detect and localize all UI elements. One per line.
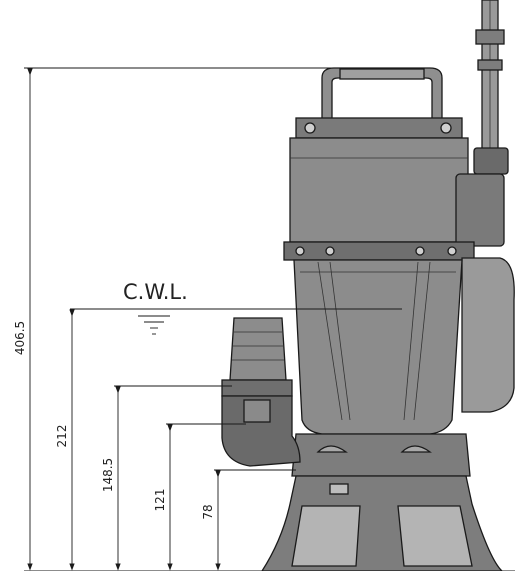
- discharge-elbow: [221, 317, 301, 467]
- motor-top-plate: [295, 117, 463, 139]
- discharge-height-label: 148.5: [101, 458, 115, 492]
- water-level-marker: C.W.L.: [70, 280, 402, 335]
- base-height-label: 78: [201, 504, 215, 519]
- cable-gland: [455, 173, 505, 247]
- volute: [291, 433, 471, 477]
- motor-housing: [289, 137, 469, 243]
- power-cable: [473, 0, 509, 175]
- pump-body: [221, 0, 515, 571]
- motor-flange: [283, 241, 475, 261]
- outlet-height-label: 121: [153, 489, 167, 512]
- cwl-label: C.W.L.: [123, 280, 188, 304]
- cwl-height-label: 212: [55, 425, 69, 448]
- overall-height-label: 406.5: [13, 321, 27, 355]
- float-switch: [461, 257, 515, 413]
- dimension-lines: 406.5 212 148.5 121 78: [13, 67, 515, 571]
- pump-casing: [293, 259, 463, 435]
